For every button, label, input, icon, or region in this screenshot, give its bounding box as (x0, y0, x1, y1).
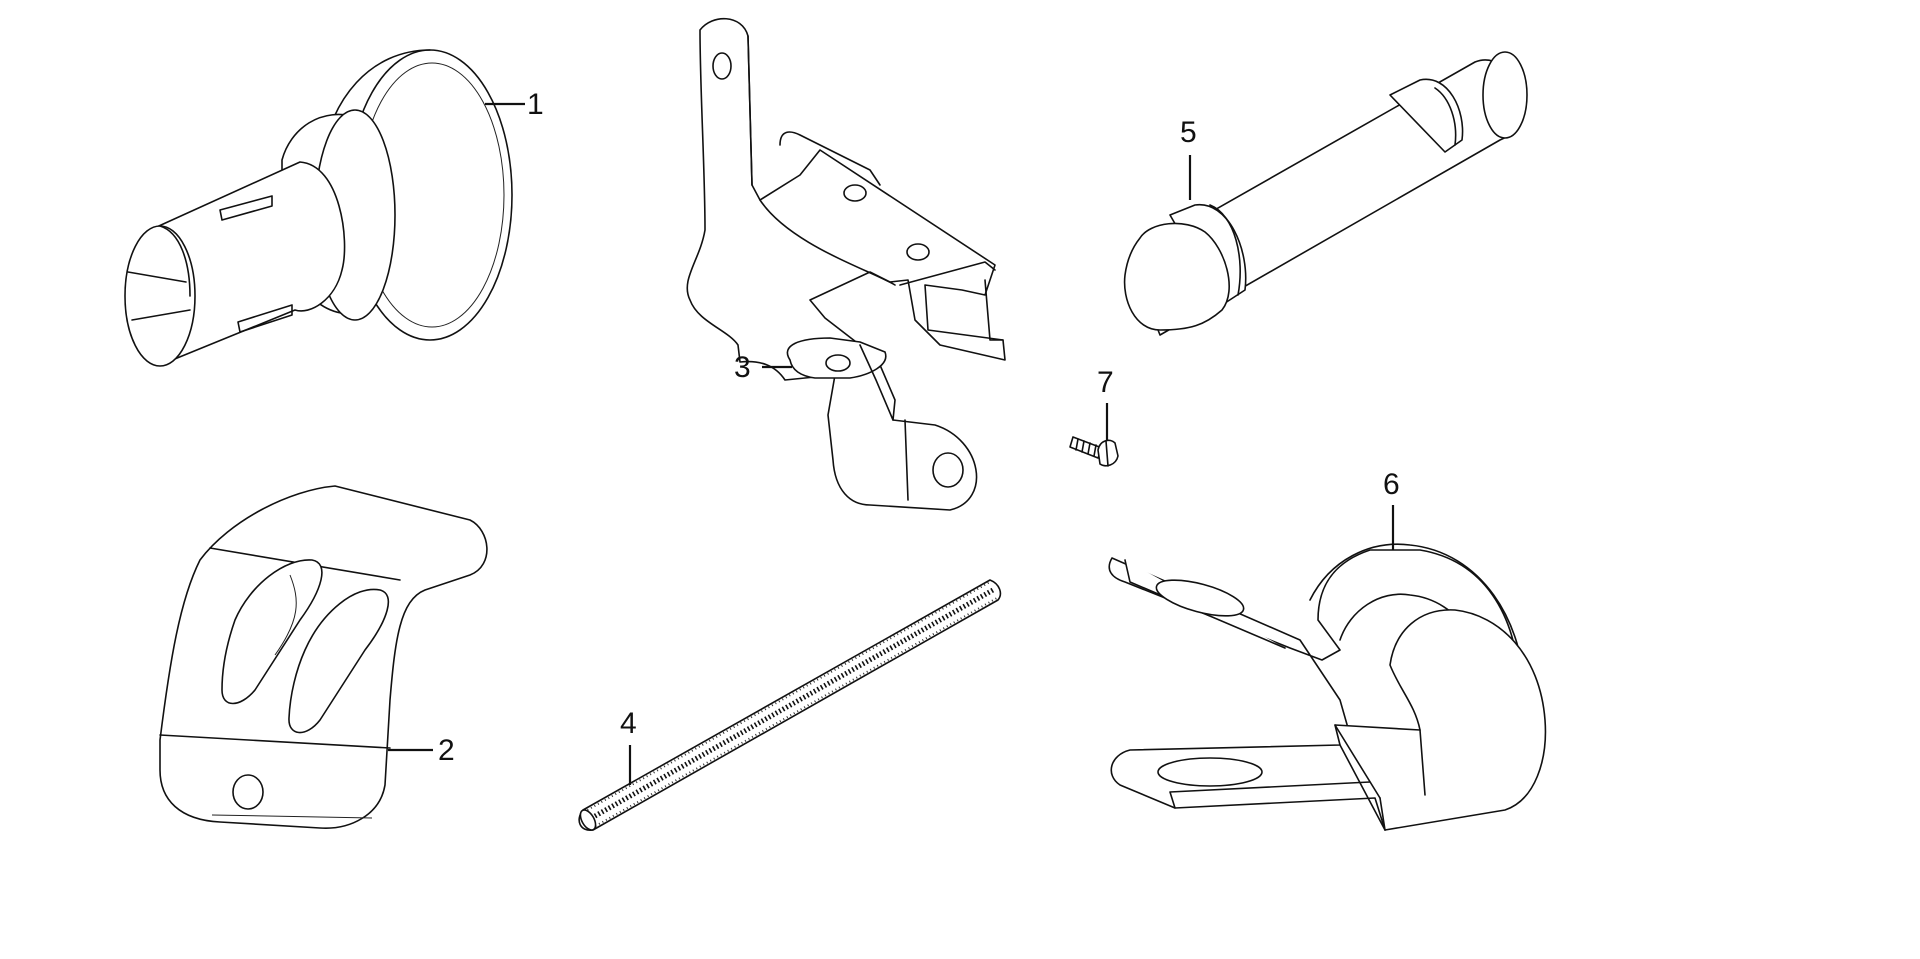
callout-2: 2 (438, 734, 455, 767)
callout-numbers: 1 2 3 4 5 6 7 (438, 88, 1400, 767)
part-6-cable-clamp (1108, 543, 1547, 831)
part-5-cylinder-pin (1123, 51, 1528, 336)
callout-3: 3 (734, 351, 751, 384)
part-7-bolt (1069, 436, 1119, 467)
callout-7: 7 (1097, 366, 1114, 399)
callout-6: 6 (1383, 468, 1400, 501)
part-2-bent-plate (159, 485, 488, 829)
part-4-threaded-rod (578, 579, 1002, 831)
callout-1: 1 (527, 88, 544, 121)
part-1-plug (124, 49, 513, 367)
callout-5: 5 (1180, 116, 1197, 149)
leader-lines (388, 102, 1395, 785)
callout-4: 4 (620, 707, 637, 740)
part-3-bracket (686, 17, 1006, 511)
